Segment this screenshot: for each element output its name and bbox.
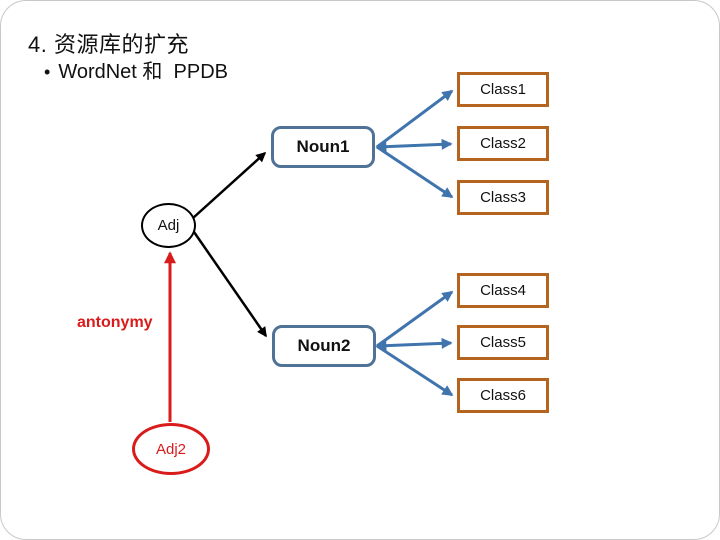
class3-node: Class3 bbox=[457, 180, 549, 215]
class2-node: Class2 bbox=[457, 126, 549, 161]
class6-node-label: Class6 bbox=[480, 387, 526, 404]
class5-node: Class5 bbox=[457, 325, 549, 360]
class4-node: Class4 bbox=[457, 273, 549, 308]
class4-node-label: Class4 bbox=[480, 282, 526, 299]
class6-node: Class6 bbox=[457, 378, 549, 413]
noun1-node: Noun1 bbox=[271, 126, 375, 168]
noun2-node-label: Noun2 bbox=[297, 336, 351, 355]
class5-node-label: Class5 bbox=[480, 334, 526, 351]
edge-adj-noun2 bbox=[192, 231, 268, 338]
bullet-item: • WordNet 和 PPDB bbox=[44, 55, 228, 84]
antonymy-label: antonymy bbox=[77, 314, 153, 331]
noun2-node: Noun2 bbox=[272, 325, 376, 367]
bullet-icon: • bbox=[44, 62, 51, 82]
edge-noun2-class6 bbox=[376, 344, 454, 397]
edge-noun1-class3 bbox=[376, 145, 454, 199]
edge-adj-noun1 bbox=[192, 151, 267, 219]
adj2-node: Adj2 bbox=[132, 423, 210, 475]
noun1-node-label: Noun1 bbox=[296, 137, 350, 156]
edge-noun1-class1 bbox=[376, 89, 454, 149]
edge-noun2-class4 bbox=[376, 290, 454, 348]
edge-noun1-class2 bbox=[375, 138, 453, 153]
class1-node-label: Class1 bbox=[480, 81, 526, 98]
adj-node-label: Adj bbox=[157, 217, 180, 234]
class2-node-label: Class2 bbox=[480, 135, 526, 152]
slide-title: 4. 资源库的扩充 bbox=[28, 32, 189, 57]
adj-node: Adj bbox=[141, 203, 196, 248]
class1-node: Class1 bbox=[457, 72, 549, 107]
edge-noun2-class5 bbox=[375, 337, 453, 352]
class3-node-label: Class3 bbox=[480, 189, 526, 206]
bullet-text: WordNet 和 PPDB bbox=[58, 61, 228, 83]
adj2-node-label: Adj2 bbox=[155, 440, 187, 458]
